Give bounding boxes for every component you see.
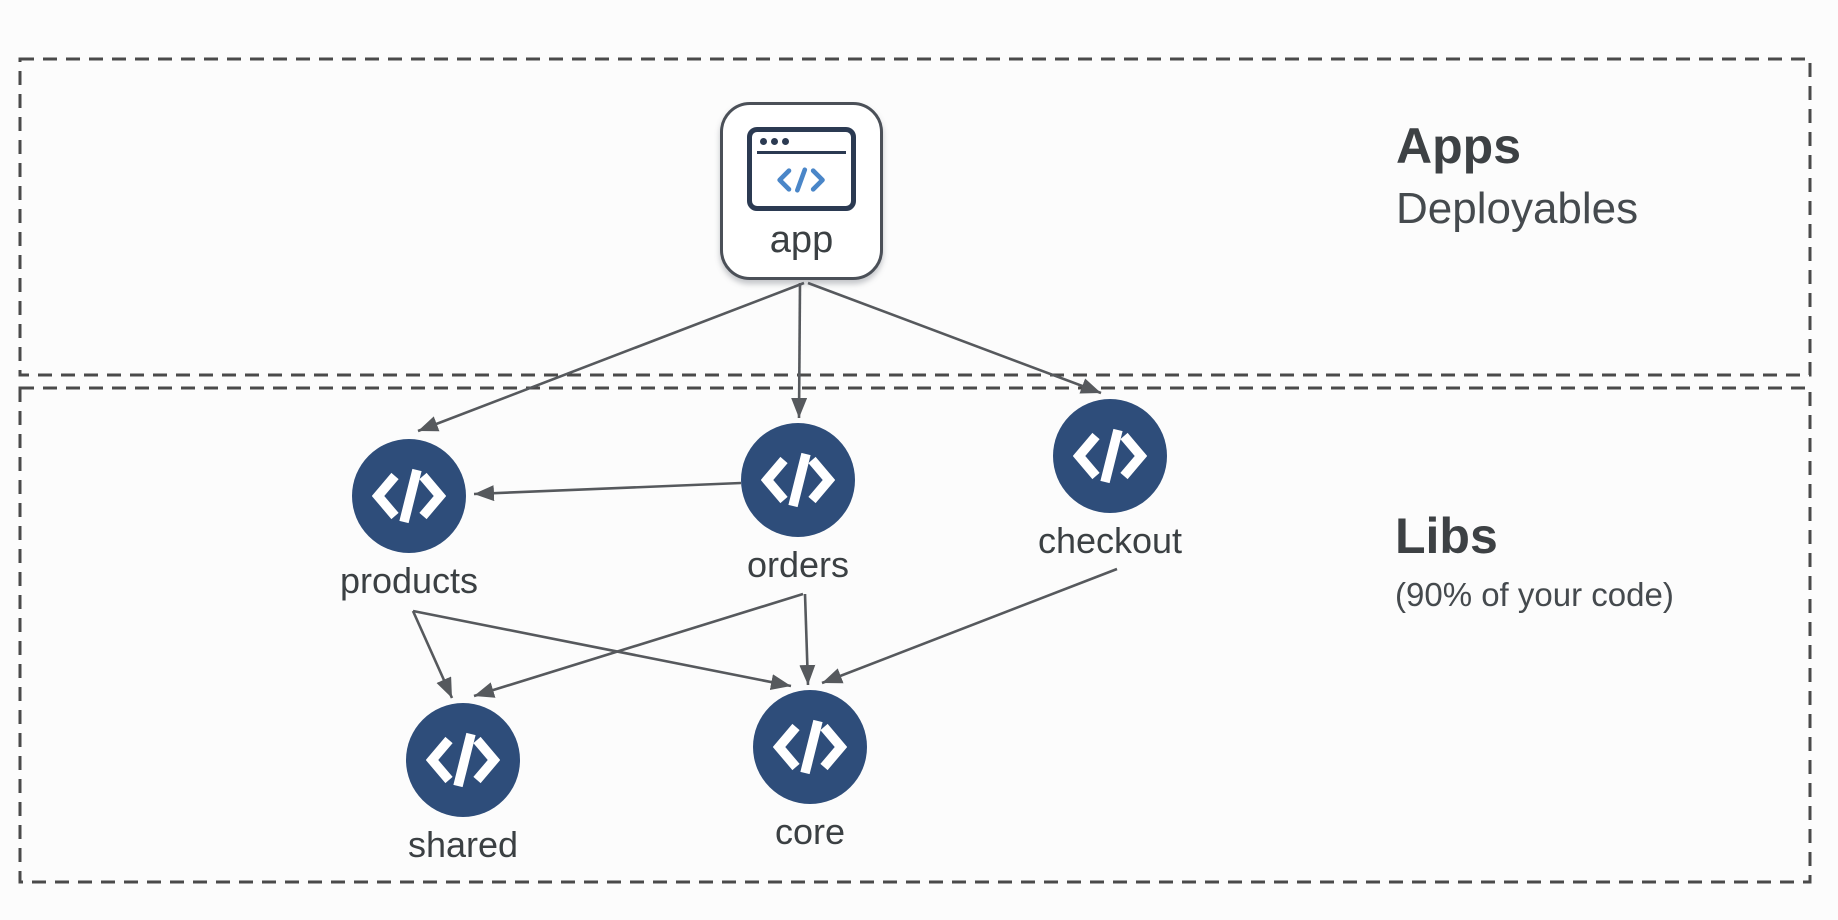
apps-section-subtitle: Deployables <box>1396 183 1639 233</box>
code-icon <box>352 439 466 553</box>
code-icon <box>406 703 520 817</box>
node-label-core: core <box>774 811 846 852</box>
edge-orders-to-shared <box>473 592 804 698</box>
node-app: app <box>720 102 883 280</box>
node-shared: shared <box>406 703 520 865</box>
edge-app-to-checkout <box>807 281 1102 395</box>
libs-section-title: Libs <box>1395 508 1498 564</box>
apps-section-title: Apps <box>1396 118 1521 174</box>
libs-section-subtitle: (90% of your code) <box>1395 575 1674 613</box>
code-icon <box>752 154 851 206</box>
node-label-checkout: checkout <box>1037 520 1183 561</box>
code-icon <box>1053 399 1167 513</box>
edge-products-to-core <box>412 609 792 690</box>
libs-section-label: Libs (90% of your code) <box>1395 508 1674 614</box>
node-label-app: app <box>769 219 834 261</box>
node-label-orders: orders <box>746 544 850 585</box>
node-label-shared: shared <box>407 824 519 865</box>
edge-orders-to-products <box>473 481 742 502</box>
node-products: products <box>340 439 478 601</box>
edge-products-to-shared <box>411 610 454 699</box>
apps-section-label: Apps Deployables <box>1396 118 1638 234</box>
node-checkout: checkout <box>1038 399 1182 561</box>
edge-app-to-orders <box>791 282 808 419</box>
edge-checkout-to-core <box>821 567 1118 685</box>
browser-toolbar-divider <box>757 151 846 154</box>
apps-section-box <box>18 57 1812 377</box>
node-core: core <box>753 690 867 852</box>
node-orders: orders <box>741 423 855 585</box>
node-label-products: products <box>339 560 479 601</box>
edge-orders-to-core <box>799 593 816 686</box>
code-icon <box>741 423 855 537</box>
code-icon <box>753 690 867 804</box>
browser-dots-icon <box>760 138 789 145</box>
libs-section-box <box>18 386 1812 884</box>
browser-window-icon <box>747 127 856 211</box>
edge-app-to-products <box>417 281 805 433</box>
